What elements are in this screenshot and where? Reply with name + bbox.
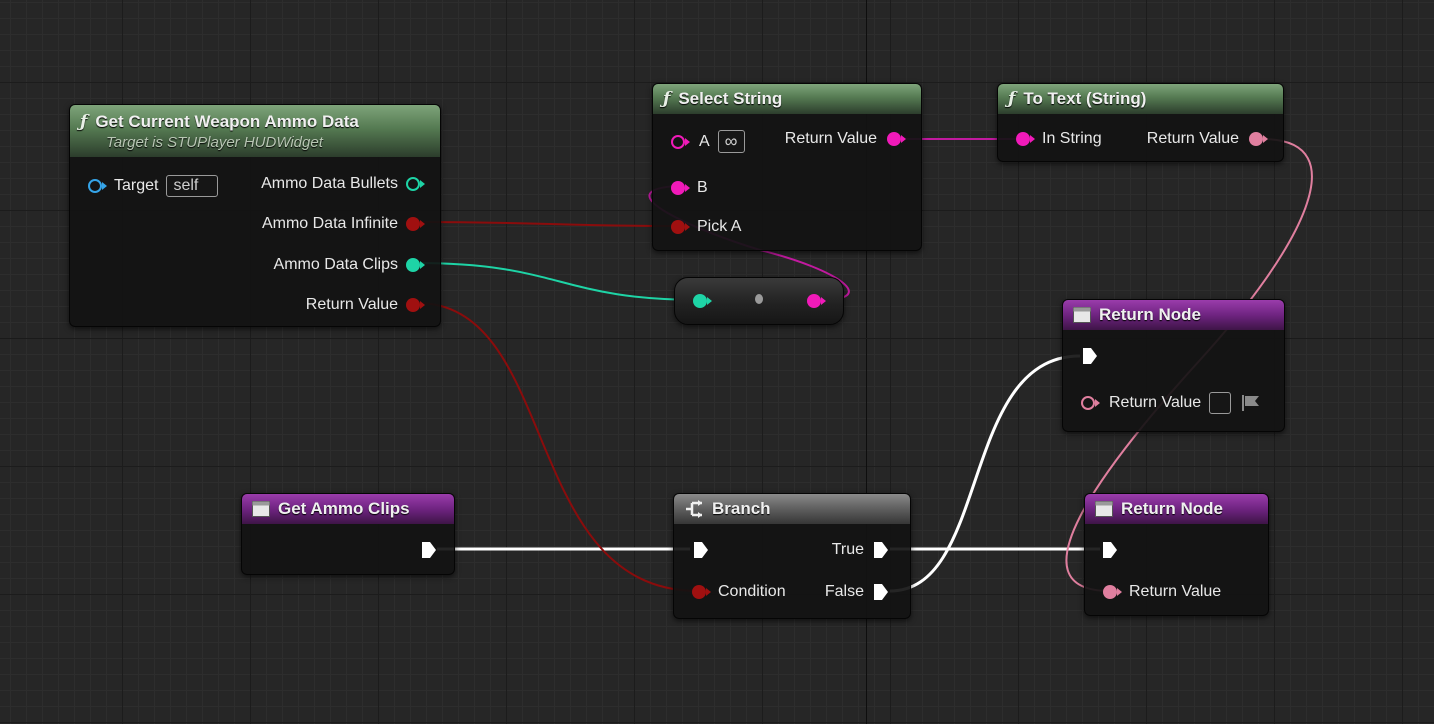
node-return-bottom[interactable]: Return Node Return Value (1084, 493, 1269, 616)
pin-label-return: Return Value (305, 296, 398, 313)
string-pin-icon[interactable] (807, 294, 826, 308)
node-title: Get Current Weapon Ammo Data (95, 111, 359, 131)
node-header: ƒ Get Current Weapon Ammo Data Target is… (70, 105, 440, 157)
pin-row-return: Return Value (305, 296, 425, 314)
pin-row-clips: Ammo Data Clips (273, 256, 425, 274)
text-pin-icon[interactable] (1103, 585, 1122, 599)
localization-flag-icon[interactable] (1241, 394, 1261, 412)
node-title: Return Node (1099, 305, 1201, 324)
pin-row-pick: Pick A (671, 218, 741, 236)
pin-label-target: Target (114, 177, 159, 194)
pin-row-return: Return Value (1146, 130, 1268, 148)
bool-pin-icon[interactable] (406, 298, 425, 312)
graph-origin-horizontal-line (0, 338, 1434, 339)
pin-label-bullets: Ammo Data Bullets (261, 175, 398, 192)
pin-row-false: False (825, 582, 890, 602)
pin-label-b: B (697, 179, 708, 196)
node-to-text-string[interactable]: ƒ To Text (String) In String Return Valu… (997, 83, 1284, 162)
pin-row-true: True (832, 540, 890, 560)
exec-pin-icon[interactable] (1101, 540, 1119, 560)
node-header: Return Node (1063, 300, 1284, 330)
pin-label-condition: Condition (718, 583, 786, 600)
wire-struct-clips-reroute (416, 262, 701, 301)
node-header: Return Node (1085, 494, 1268, 524)
node-header: Get Ammo Clips (242, 494, 454, 524)
a-value-field[interactable]: ∞ (717, 130, 745, 153)
function-box-icon (252, 501, 270, 517)
pin-row-bullets: Ammo Data Bullets (261, 175, 425, 193)
exec-true-pin-icon[interactable] (872, 540, 890, 560)
exec-false-pin-icon[interactable] (872, 582, 890, 602)
text-pin-icon[interactable] (1081, 396, 1100, 410)
conversion-dot-icon (755, 294, 763, 304)
wire-exec-false-return (889, 354, 1081, 593)
node-subtitle: Target is STUPlayer HUDWidget (106, 133, 323, 151)
pin-label-pick: Pick A (697, 218, 742, 235)
function-icon: ƒ (1008, 89, 1016, 109)
node-get-ammo-clips[interactable]: Get Ammo Clips (241, 493, 455, 575)
pin-label-false: False (824, 583, 864, 600)
branch-icon (686, 500, 702, 518)
struct-pin-icon[interactable] (693, 294, 712, 308)
string-pin-icon[interactable] (887, 132, 906, 146)
node-title: To Text (String) (1023, 89, 1147, 108)
pin-label-return: Return Value (1109, 394, 1202, 411)
pin-label-return: Return Value (1146, 130, 1239, 147)
return-text-field[interactable] (1209, 392, 1232, 414)
bool-pin-icon[interactable] (671, 220, 690, 234)
node-return-top[interactable]: Return Node Return Value (1062, 299, 1285, 432)
node-title: Branch (712, 499, 771, 518)
function-box-icon (1095, 501, 1113, 517)
bool-pin-icon[interactable] (406, 217, 425, 231)
exec-pin-icon[interactable] (1081, 346, 1099, 366)
string-pin-icon[interactable] (1016, 132, 1035, 146)
node-branch[interactable]: Branch True Condition False (673, 493, 911, 619)
node-header: ƒ Select String (653, 84, 921, 114)
pin-label-clips: Ammo Data Clips (273, 256, 398, 273)
bool-pin-icon[interactable] (692, 585, 711, 599)
pin-label-true: True (831, 541, 864, 558)
pin-row-condition: Condition (692, 583, 786, 601)
node-header: Branch (674, 494, 910, 524)
graph-origin-vertical-line (866, 0, 867, 724)
node-select-string[interactable]: ƒ Select String A ∞ Return Value B Pick … (652, 83, 922, 251)
node-conversion[interactable] (674, 277, 844, 325)
pin-label-return: Return Value (1129, 583, 1222, 600)
struct-pin-icon[interactable] (406, 177, 425, 191)
function-icon: ƒ (663, 89, 671, 109)
pin-row-target: Target self (88, 175, 219, 197)
pin-label-in-string: In String (1042, 130, 1102, 147)
pin-label-return: Return Value (784, 130, 877, 147)
exec-in-pin-icon[interactable] (692, 540, 710, 560)
pin-row-return: Return Value (1103, 583, 1221, 601)
node-get-current-weapon-ammo-data[interactable]: ƒ Get Current Weapon Ammo Data Target is… (69, 104, 441, 327)
pin-row-return: Return Value (1081, 392, 1261, 414)
wire-bool-return-condition (416, 302, 699, 592)
pin-row-infinite: Ammo Data Infinite (261, 215, 425, 233)
struct-pin-icon[interactable] (406, 258, 425, 272)
function-icon: ƒ (80, 111, 88, 132)
pin-label-a: A (699, 132, 710, 150)
pin-row-b: B (671, 179, 708, 197)
node-title: Return Node (1121, 499, 1223, 518)
pin-row-a: A ∞ (671, 130, 745, 153)
object-pin-icon[interactable] (88, 179, 107, 193)
wire-bool-infinite-pick (416, 221, 679, 227)
string-pin-icon[interactable] (671, 181, 690, 195)
pin-label-infinite: Ammo Data Infinite (261, 215, 398, 232)
pin-row-return: Return Value (784, 130, 906, 148)
node-header: ƒ To Text (String) (998, 84, 1283, 114)
string-pin-icon[interactable] (671, 134, 690, 149)
node-title: Select String (678, 89, 783, 108)
pin-row-in-string: In String (1016, 130, 1102, 148)
function-box-icon (1073, 307, 1091, 323)
target-field[interactable]: self (166, 175, 219, 197)
exec-pin-icon[interactable] (420, 540, 438, 560)
text-pin-icon[interactable] (1249, 132, 1268, 146)
node-title: Get Ammo Clips (278, 499, 410, 518)
